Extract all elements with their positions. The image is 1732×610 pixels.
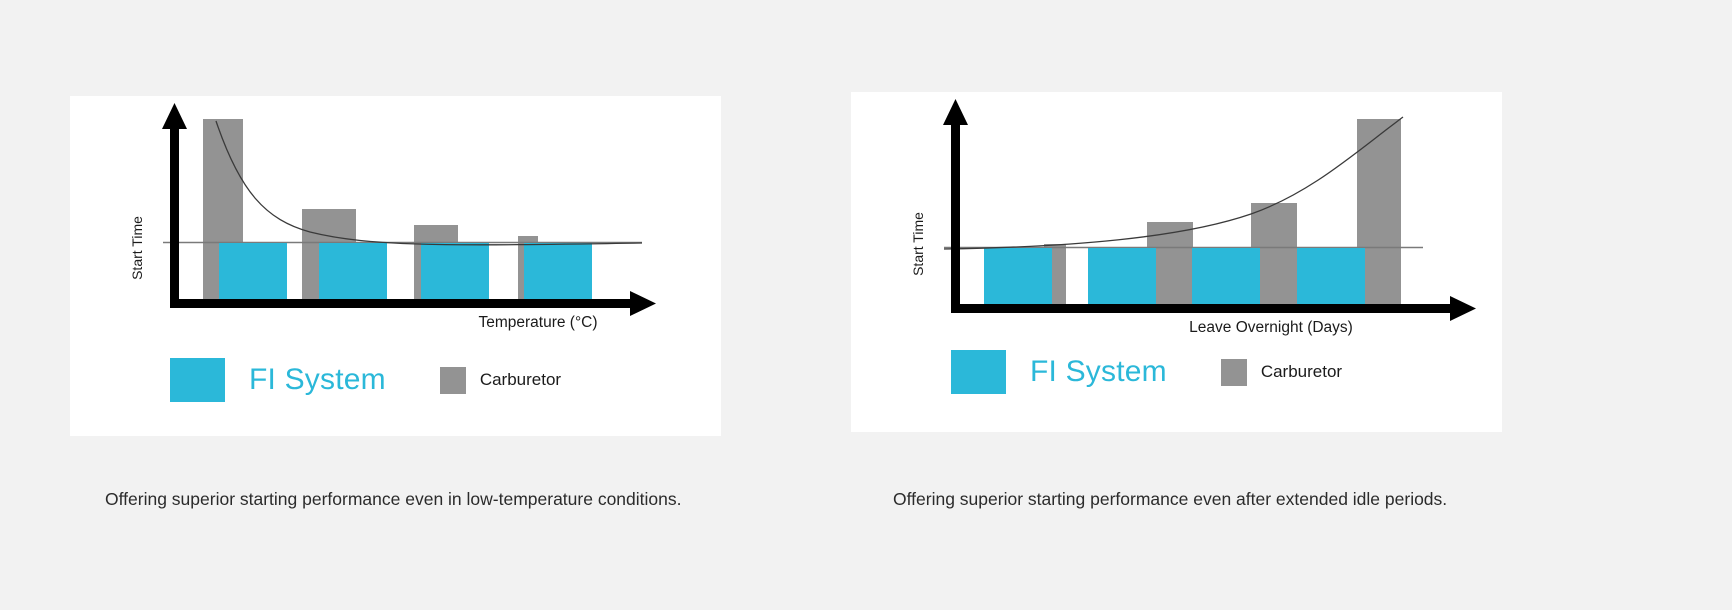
bar-fi-2 xyxy=(1088,248,1156,308)
y-axis-arrowhead xyxy=(162,103,187,129)
y-axis-arrowhead xyxy=(943,99,968,125)
bar-fi-4 xyxy=(524,243,592,302)
y-axis-label: Start Time xyxy=(910,212,926,276)
series-fi-system xyxy=(219,243,592,302)
legend-label-carburetor: Carburetor xyxy=(479,370,562,389)
legend-swatch-carburetor xyxy=(1220,358,1247,386)
chart-card-low-temperature: Start Time xyxy=(70,96,721,436)
legend-item-fi-system: FI System xyxy=(170,358,386,402)
y-axis-line xyxy=(170,122,179,303)
y-axis-line xyxy=(951,118,960,308)
y-axis-label: Start Time xyxy=(129,216,145,280)
caption-low-temperature: Offering superior starting performance e… xyxy=(105,489,682,509)
bar-fi-4 xyxy=(1297,248,1365,308)
legend-item-carburetor: Carburetor xyxy=(439,366,562,394)
x-axis-line xyxy=(951,304,1456,313)
bar-fi-3 xyxy=(421,243,489,302)
trend-curve xyxy=(215,120,643,246)
legend-low-temperature: FI System Carburetor xyxy=(170,358,561,402)
x-axis-arrowhead xyxy=(1450,296,1476,321)
series-fi-system xyxy=(984,248,1365,308)
legend-label-fi-system: FI System xyxy=(1030,355,1167,388)
x-axis-label: Leave Overnight (Days) xyxy=(1189,319,1353,336)
legend-swatch-fi-system xyxy=(951,350,1006,394)
x-axis-arrowhead xyxy=(630,291,656,316)
bar-fi-3 xyxy=(1192,248,1260,308)
axes xyxy=(162,103,656,316)
legend-item-carburetor: Carburetor xyxy=(1220,358,1343,386)
legend-label-carburetor: Carburetor xyxy=(1260,362,1343,381)
legend-label-fi-system: FI System xyxy=(249,363,386,396)
chart-svg-extended-idle: Start Time xyxy=(910,99,1476,336)
chart-svg-low-temperature: Start Time xyxy=(129,103,656,331)
chart-extended-idle: Start Time xyxy=(851,92,1502,344)
legend-item-fi-system: FI System xyxy=(951,350,1167,394)
x-axis-label: Temperature (°C) xyxy=(478,314,597,331)
bar-fi-2 xyxy=(319,243,387,302)
legend-extended-idle: FI System Carburetor xyxy=(951,350,1342,394)
legend-swatch-carburetor xyxy=(439,366,466,394)
trend-curve xyxy=(943,116,1404,250)
x-axis-line xyxy=(170,299,636,308)
bar-fi-1 xyxy=(219,243,287,302)
legend-swatch-fi-system xyxy=(170,358,225,402)
caption-extended-idle: Offering superior starting performance e… xyxy=(893,489,1448,509)
axes xyxy=(943,99,1476,321)
chart-low-temperature: Start Time xyxy=(70,96,721,348)
chart-card-extended-idle: Start Time xyxy=(851,92,1502,432)
bar-fi-1 xyxy=(984,248,1052,308)
